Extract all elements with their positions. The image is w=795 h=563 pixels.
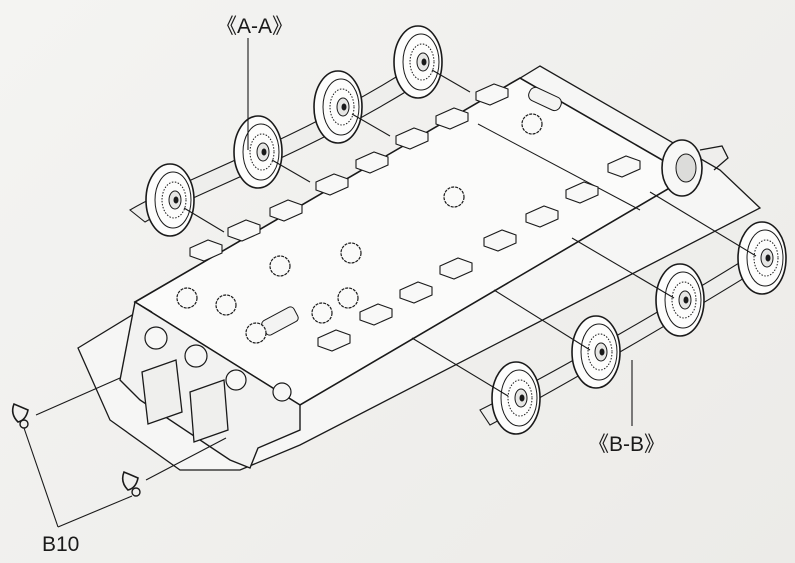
section-label-a-a: 《A-A》 (216, 15, 294, 38)
leader-lines (23, 38, 757, 528)
tow-shackles (11, 402, 141, 497)
drive-sprocket (661, 139, 729, 197)
section-label-b-b: 《B-B》 (588, 433, 666, 456)
part-label-b10: B10 (42, 533, 80, 556)
rear-exhausts (141, 326, 292, 443)
